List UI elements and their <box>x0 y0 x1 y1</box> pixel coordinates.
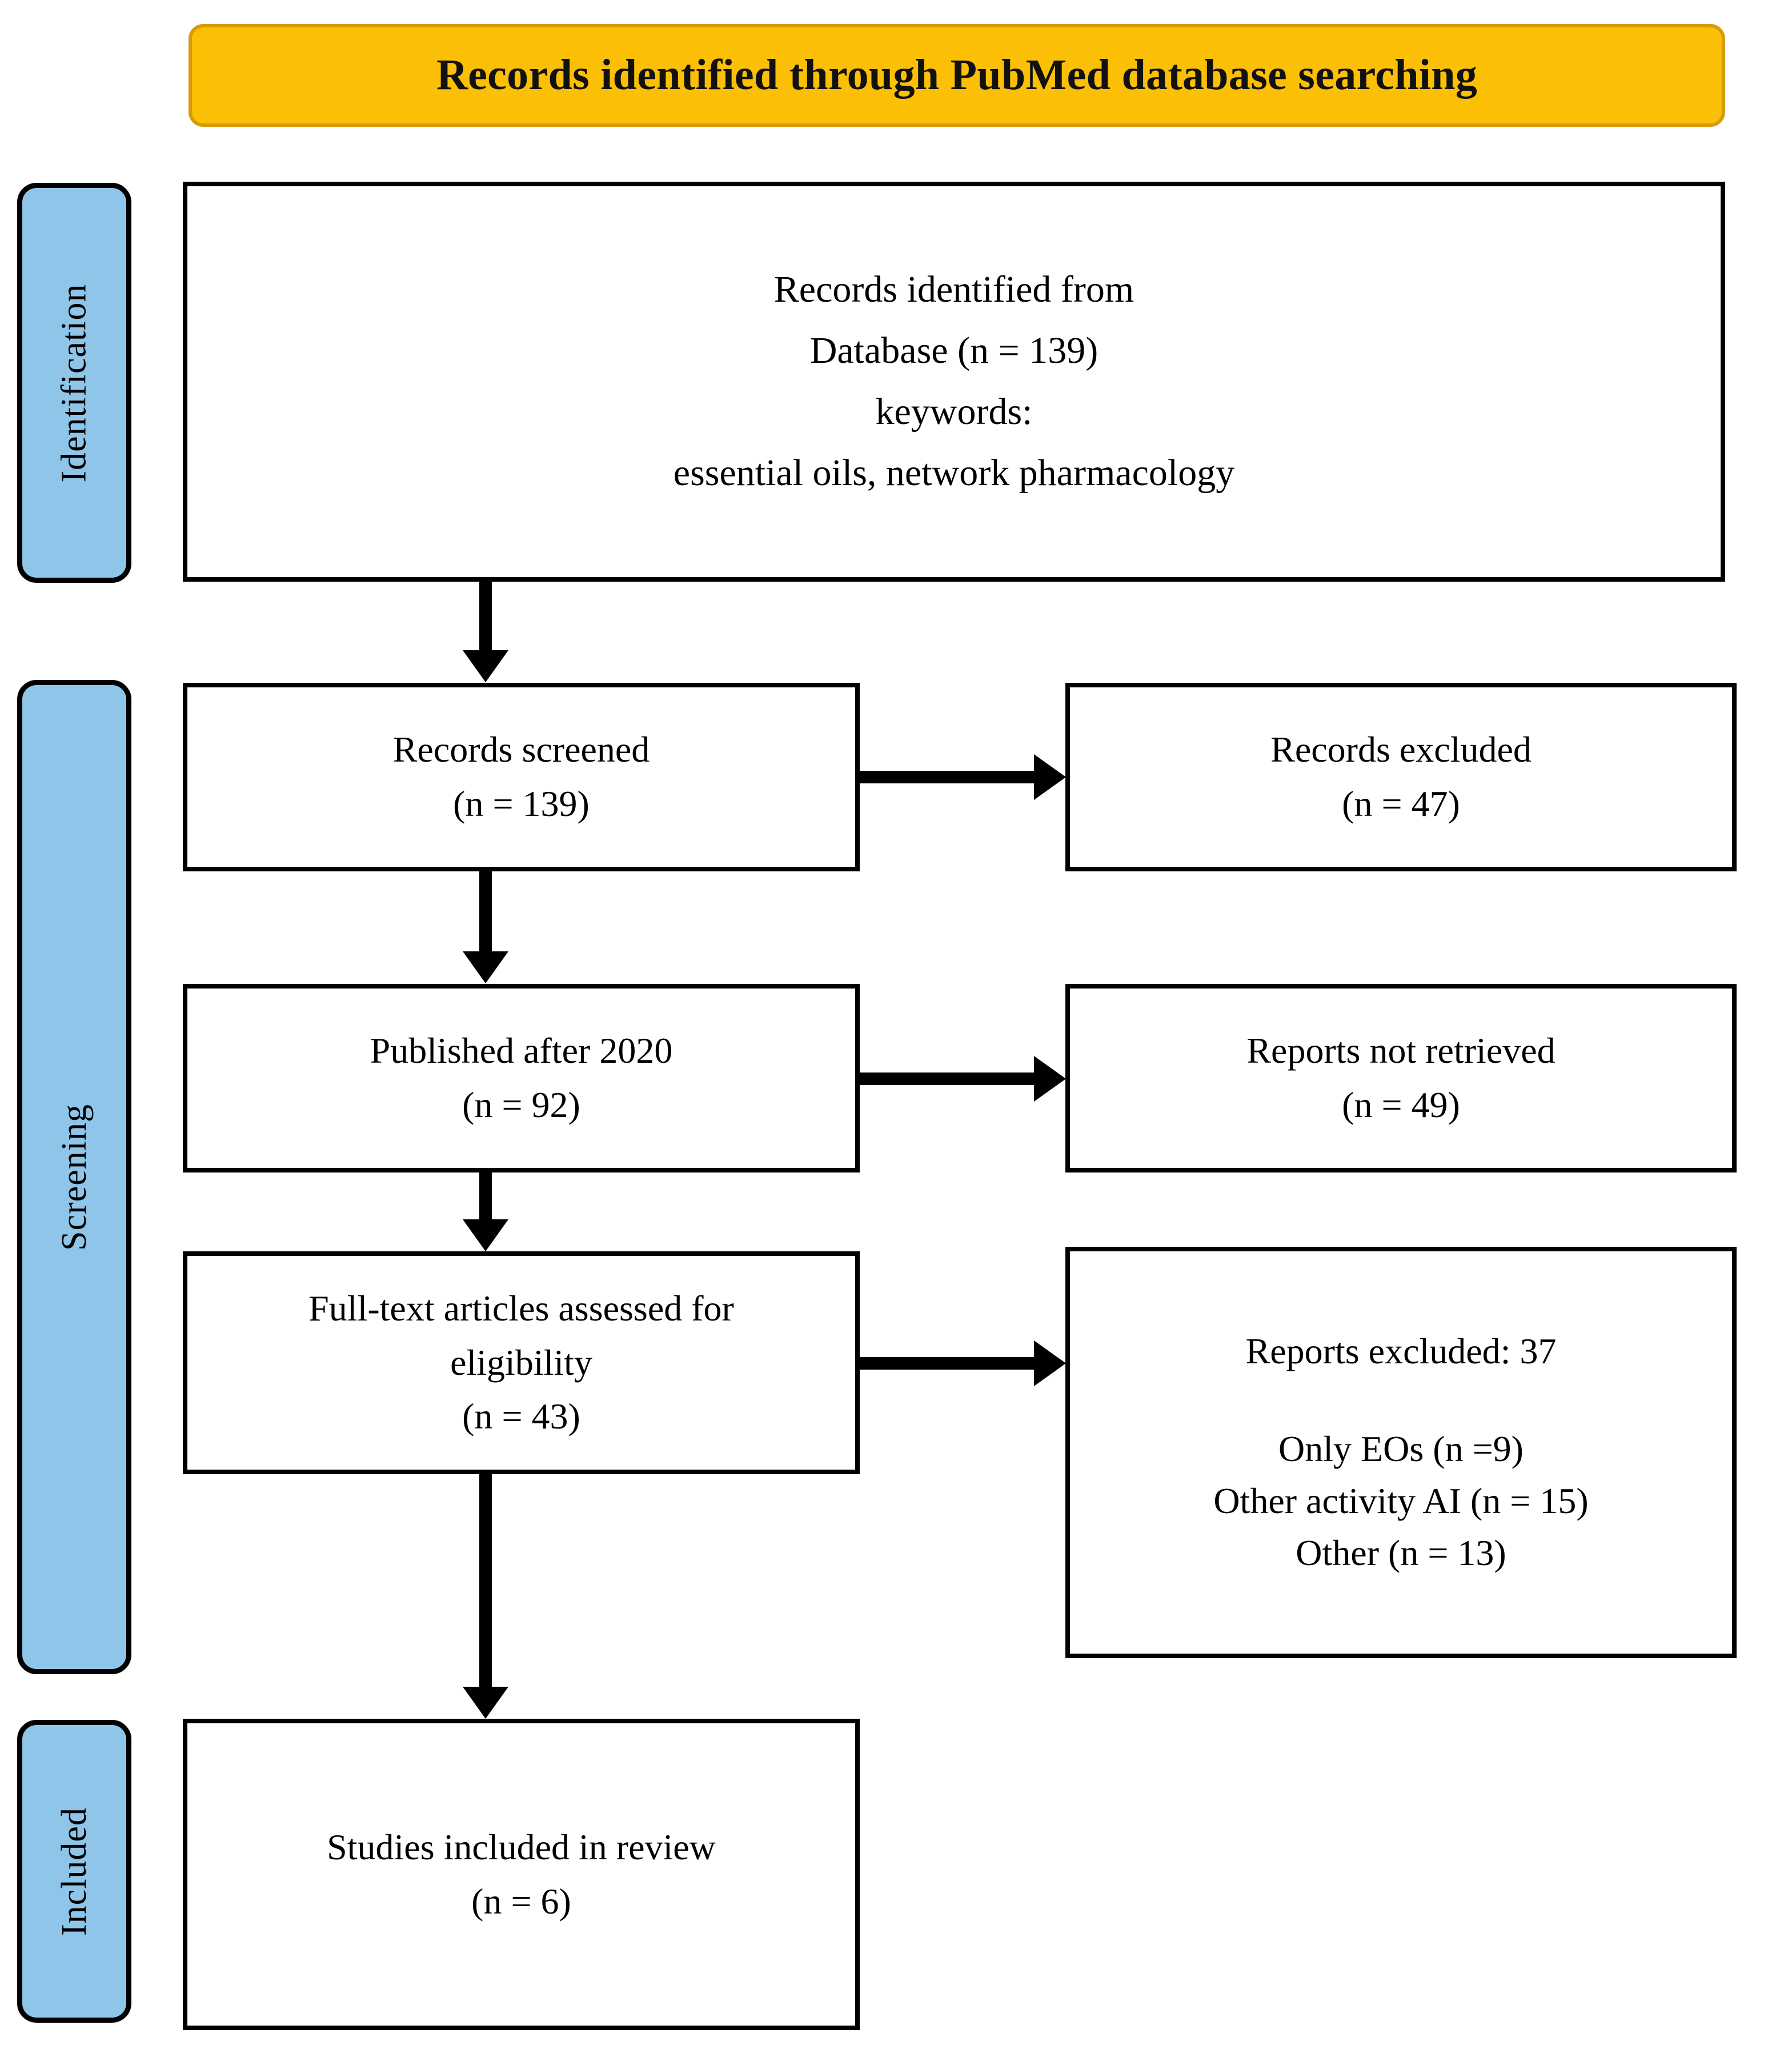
box-records-excluded-line-2: (n = 47) <box>1342 783 1460 824</box>
header-banner-title: Records identified through PubMed databa… <box>436 51 1478 99</box>
box-published-after-2020: Published after 2020 (n = 92) <box>183 984 860 1172</box>
box-records-screened: Records screened (n = 139) <box>183 683 860 871</box>
box-records-excluded: Records excluded (n = 47) <box>1065 683 1737 871</box>
box-reports-not-retrieved-line-1: Reports not retrieved <box>1246 1030 1556 1071</box>
box-reports-not-retrieved-line-2: (n = 49) <box>1342 1084 1460 1125</box>
box-records-identified-line-1: Records identified from <box>773 269 1134 311</box>
stage-label-included-text: Included <box>54 1807 94 1936</box>
box-reports-excluded-line-1: Only EOs (n =9) <box>1278 1428 1524 1469</box>
box-reports-excluded-line-2: Other activity AI (n = 15) <box>1213 1480 1589 1521</box>
box-fulltext-assessed-line-3: (n = 43) <box>462 1396 580 1437</box>
box-reports-excluded: Reports excluded: 37 Only EOs (n =9) Oth… <box>1065 1247 1737 1658</box>
box-studies-included: Studies included in review (n = 6) <box>183 1719 860 2030</box>
box-records-screened-line-2: (n = 139) <box>453 783 590 824</box>
box-fulltext-assessed: Full-text articles assessed for eligibil… <box>183 1251 860 1474</box>
stage-label-identification-text: Identification <box>54 283 94 482</box>
box-records-identified: Records identified from Database (n = 13… <box>183 182 1725 582</box>
box-reports-not-retrieved: Reports not retrieved (n = 49) <box>1065 984 1737 1172</box>
stage-label-screening: Screening <box>17 680 131 1674</box>
box-records-identified-line-4: essential oils, network pharmacology <box>673 451 1235 494</box>
box-records-identified-line-3: keywords: <box>875 391 1033 433</box>
box-published-after-2020-line-1: Published after 2020 <box>370 1030 673 1071</box>
box-published-after-2020-line-2: (n = 92) <box>462 1084 580 1125</box>
box-reports-excluded-line-3: Other (n = 13) <box>1296 1532 1506 1573</box>
stage-label-included: Included <box>17 1720 131 2023</box>
header-banner: Records identified through PubMed databa… <box>189 24 1725 127</box>
box-records-screened-line-1: Records screened <box>392 729 650 770</box>
box-studies-included-line-1: Studies included in review <box>327 1826 716 1867</box>
stage-label-identification: Identification <box>17 183 131 583</box>
box-fulltext-assessed-line-1: Full-text articles assessed for <box>308 1287 734 1328</box>
box-reports-excluded-heading: Reports excluded: 37 <box>1245 1331 1557 1371</box>
box-fulltext-assessed-line-2: eligibility <box>450 1342 592 1383</box>
box-records-identified-line-2: Database (n = 139) <box>809 330 1099 372</box>
box-records-excluded-line-1: Records excluded <box>1270 729 1532 770</box>
box-studies-included-line-2: (n = 6) <box>471 1880 571 1922</box>
stage-label-screening-text: Screening <box>54 1103 94 1251</box>
